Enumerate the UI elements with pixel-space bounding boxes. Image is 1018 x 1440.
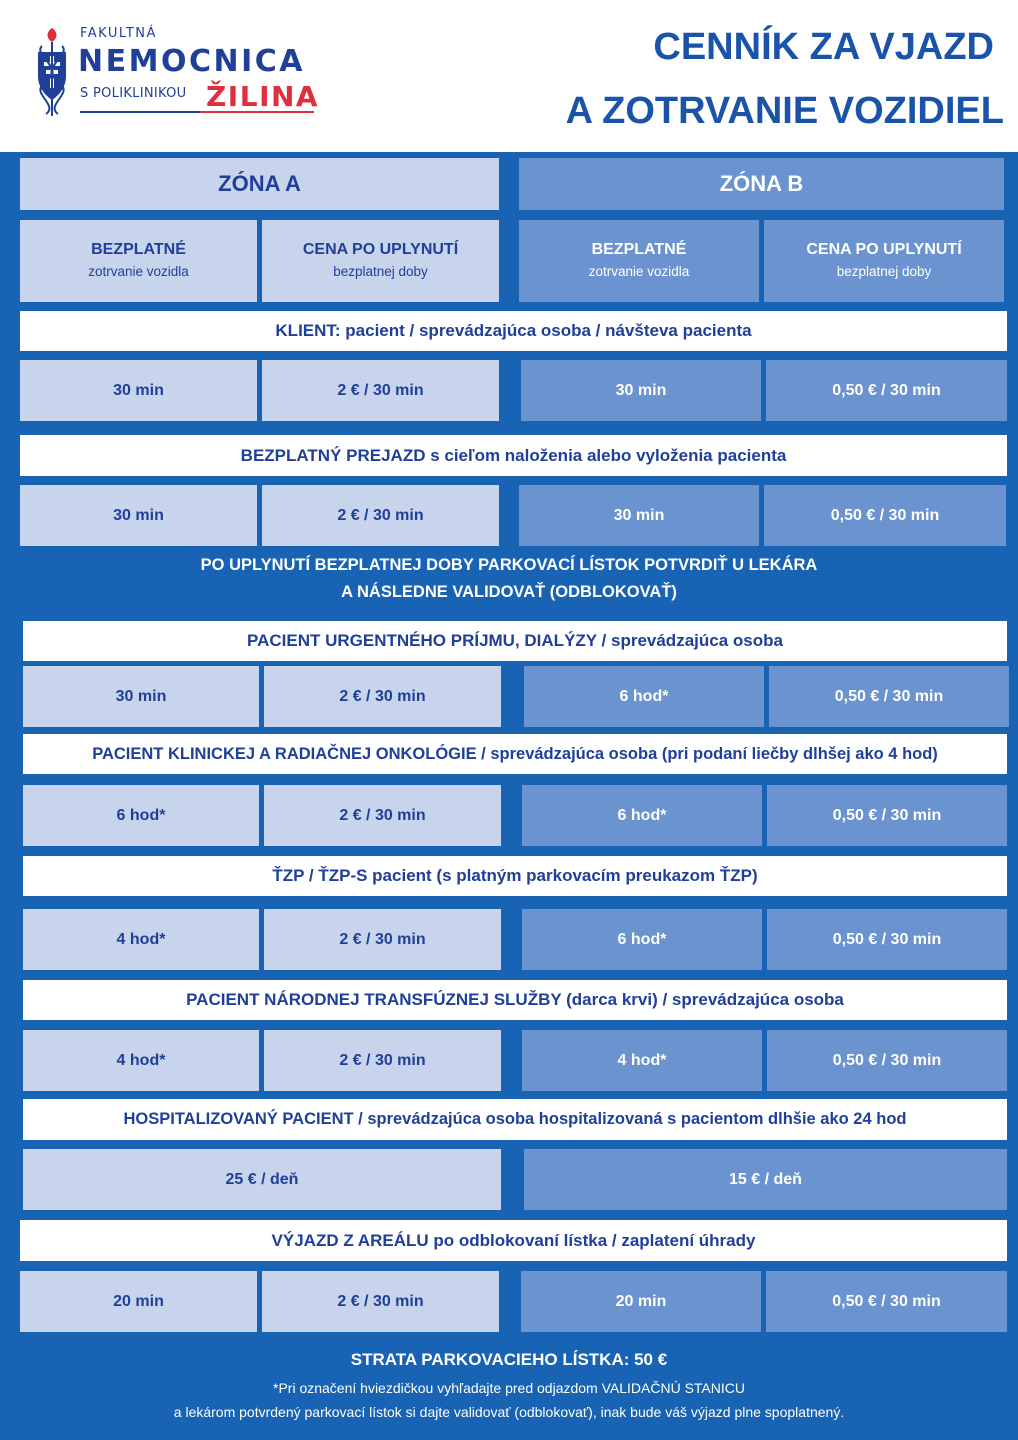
ztp-zone-b-free: 6 hod* xyxy=(522,909,762,970)
section-title-nts: PACIENT NÁRODNEJ TRANSFÚZNEJ SLUŽBY (dar… xyxy=(23,980,1007,1020)
onko-zone-b-free: 6 hod* xyxy=(522,785,762,846)
nts-zone-a-free: 4 hod* xyxy=(23,1030,259,1091)
prejazd-zone-a-free: 30 min xyxy=(20,485,257,546)
hosp-zone-a-price: 25 € / deň xyxy=(23,1149,501,1210)
vyjazd-zone-a-price: 2 € / 30 min xyxy=(262,1271,499,1332)
logo-text-city: ŽILINA xyxy=(206,80,320,113)
prejazd-zone-b-free: 30 min xyxy=(519,485,759,546)
column-header-line2: bezplatnej doby xyxy=(836,264,932,279)
column-header-line1: CENA PO UPLYNUTÍ xyxy=(806,241,962,258)
lost-ticket-fee: STRATA PARKOVACIEHO LÍSTKA: 50 € xyxy=(350,1350,668,1369)
logo-underline-red xyxy=(200,111,314,113)
logo-text-top: FAKULTNÁ xyxy=(80,26,157,41)
section-title-ztp: ŤZP / ŤZP-S pacient (s platným parkovací… xyxy=(23,856,1007,896)
column-header-line2: bezplatnej doby xyxy=(333,264,428,279)
klient-zone-a-price: 2 € / 30 min xyxy=(262,360,499,421)
vyjazd-zone-a-free: 20 min xyxy=(20,1271,257,1332)
prejazd-zone-b-price: 0,50 € / 30 min xyxy=(764,485,1006,546)
validation-note: PO UPLYNUTÍ BEZPLATNEJ DOBY PARKOVACÍ LÍ… xyxy=(0,552,1018,606)
column-header-line1: CENA PO UPLYNUTÍ xyxy=(302,241,459,258)
footnote-line1: *Pri označení hviezdičkou vyhľadajte pre… xyxy=(273,1380,745,1396)
zone-b-header: ZÓNA B xyxy=(519,158,1004,210)
section-title-vyjazd: VÝJAZD Z AREÁLU po odblokovaní lístka / … xyxy=(20,1220,1007,1261)
nts-zone-b-price: 0,50 € / 30 min xyxy=(767,1030,1007,1091)
klient-zone-a-free: 30 min xyxy=(20,360,257,421)
column-header-line2: zotrvanie vozidla xyxy=(588,264,690,279)
zone-b-price-column-header: CENA PO UPLYNUTÍ bezplatnej doby xyxy=(764,220,1004,302)
section-title-urgent: PACIENT URGENTNÉHO PRÍJMU, DIALÝZY / spr… xyxy=(23,621,1007,661)
header: FAKULTNÁ NEMOCNICA S POLIKLINIKOU ŽILINA… xyxy=(0,0,1018,152)
vyjazd-zone-b-price: 0,50 € / 30 min xyxy=(766,1271,1007,1332)
urgent-zone-a-price: 2 € / 30 min xyxy=(264,666,501,727)
section-title-onko: PACIENT KLINICKEJ A RADIAČNEJ ONKOLÓGIE … xyxy=(23,734,1007,774)
footnote-line2: a lekárom potvrdený parkovací lístok si … xyxy=(173,1404,845,1420)
section-title-hosp: HOSPITALIZOVANÝ PACIENT / sprevádzajúca … xyxy=(23,1099,1007,1140)
page-title-line1: CENNÍK ZA VJAZD xyxy=(653,26,994,68)
urgent-zone-b-price: 0,50 € / 30 min xyxy=(769,666,1009,727)
column-header-line1: BEZPLATNÉ xyxy=(91,241,186,258)
prejazd-zone-a-price: 2 € / 30 min xyxy=(262,485,499,546)
ztp-zone-a-free: 4 hod* xyxy=(23,909,259,970)
validation-note-line2: A NÁSLEDNE VALIDOVAŤ (ODBLOKOVAŤ) xyxy=(341,583,677,601)
ztp-zone-b-price: 0,50 € / 30 min xyxy=(767,909,1007,970)
vyjazd-zone-b-free: 20 min xyxy=(521,1271,761,1332)
section-title-prejazd: BEZPLATNÝ PREJAZD s cieľom naloženia ale… xyxy=(20,435,1007,476)
klient-zone-b-price: 0,50 € / 30 min xyxy=(766,360,1007,421)
onko-zone-a-free: 6 hod* xyxy=(23,785,259,846)
ztp-zone-a-price: 2 € / 30 min xyxy=(264,909,501,970)
zone-a-price-column-header: CENA PO UPLYNUTÍ bezplatnej doby xyxy=(262,220,499,302)
zone-a-free-column-header: BEZPLATNÉ zotrvanie vozidla xyxy=(20,220,257,302)
column-header-line2: zotrvanie vozidla xyxy=(88,264,189,279)
nts-zone-b-free: 4 hod* xyxy=(522,1030,762,1091)
zone-b-free-column-header: BEZPLATNÉ zotrvanie vozidla xyxy=(519,220,759,302)
validation-note-line1: PO UPLYNUTÍ BEZPLATNEJ DOBY PARKOVACÍ LÍ… xyxy=(200,556,818,574)
hospital-emblem-icon xyxy=(38,28,66,116)
hosp-zone-b-price: 15 € / deň xyxy=(524,1149,1007,1210)
logo-underline-blue xyxy=(80,111,200,113)
zone-a-header: ZÓNA A xyxy=(20,158,499,210)
nts-zone-a-price: 2 € / 30 min xyxy=(264,1030,501,1091)
urgent-zone-b-free: 6 hod* xyxy=(524,666,764,727)
onko-zone-b-price: 0,50 € / 30 min xyxy=(767,785,1007,846)
onko-zone-a-price: 2 € / 30 min xyxy=(264,785,501,846)
logo-text-sub: S POLIKLINIKOU xyxy=(80,86,187,101)
page-title-line2: A ZOTRVANIE VOZIDIEL xyxy=(565,90,1004,132)
klient-zone-b-free: 30 min xyxy=(521,360,761,421)
column-header-line1: BEZPLATNÉ xyxy=(591,241,687,258)
logo-text-main: NEMOCNICA xyxy=(78,44,305,79)
section-title-klient: KLIENT: pacient / sprevádzajúca osoba / … xyxy=(20,311,1007,351)
urgent-zone-a-free: 30 min xyxy=(23,666,259,727)
